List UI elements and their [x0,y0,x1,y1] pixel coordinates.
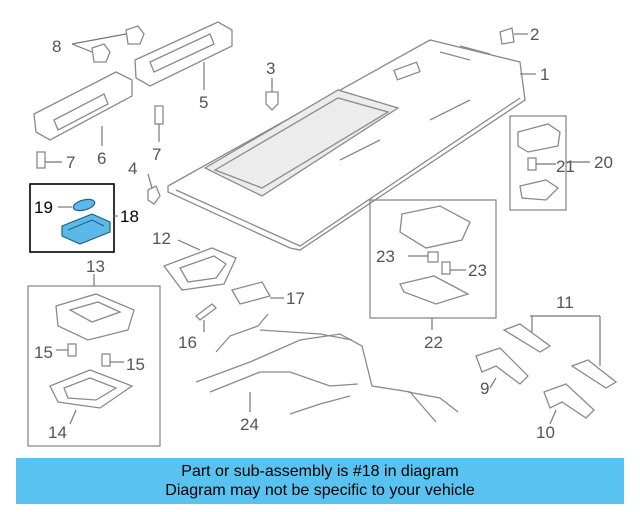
callout-15a: 15 [34,343,53,362]
callout-3: 3 [266,59,275,78]
lamp-22-part [399,205,471,330]
callout-20: 20 [594,153,613,172]
callout-2: 2 [530,25,539,44]
callout-6: 6 [97,149,106,168]
banner-line-1: Part or sub-assembly is #18 in diagram [181,463,459,480]
callout-21: 21 [556,157,575,176]
callout-22: 22 [424,333,443,352]
lamp-22-box [369,199,497,319]
sun-visor-left [33,71,133,146]
callout-23a: 23 [376,247,395,266]
clip-part [499,27,528,45]
console-13-part [49,293,135,425]
callout-13: 13 [86,257,105,276]
lamp-20-part [517,123,590,201]
callout-19: 19 [34,198,53,217]
lamp-assembly-part [61,213,111,245]
lens-part [72,198,96,212]
highlighted-lamp-part [58,198,118,245]
callout-11: 11 [556,293,574,312]
trim-16-part [195,303,217,332]
callout-14: 14 [48,423,67,442]
screw-part [36,105,164,169]
banner-line-2: Diagram may not be specific to your vehi… [165,482,475,499]
assist-handle-9 [475,347,529,389]
cover-17-part [231,281,284,305]
assist-handle-10 [543,383,595,425]
bezel-12-part [162,239,237,291]
callout-1: 1 [540,65,549,84]
wire-harness-part [195,313,459,423]
clip-4-part [147,173,161,205]
callout-16: 16 [178,333,197,352]
callout-15b: 15 [126,355,145,374]
callout-23b: 23 [468,261,487,280]
callout-18: 18 [120,207,139,226]
callout-24: 24 [240,415,259,434]
headliner-part [167,39,526,251]
callout-10: 10 [536,423,555,442]
bracket-part [265,78,279,111]
parts-diagram: 2 1 3 5 6 8 7 7 4 [27,21,618,447]
visor-holder-part [71,25,145,63]
callout-9: 9 [480,379,489,398]
assist-handle-11 [502,315,618,389]
callout-17: 17 [286,289,305,308]
sun-visor-right [134,21,233,90]
lamp-20-box [509,115,567,211]
callout-8: 8 [52,37,61,56]
callout-7b: 7 [66,153,75,172]
callout-12: 12 [152,229,171,248]
callout-7a: 7 [152,145,161,164]
callout-5: 5 [199,93,208,112]
info-banner: Part or sub-assembly is #18 in diagram D… [16,458,624,504]
callout-4: 4 [128,159,137,178]
